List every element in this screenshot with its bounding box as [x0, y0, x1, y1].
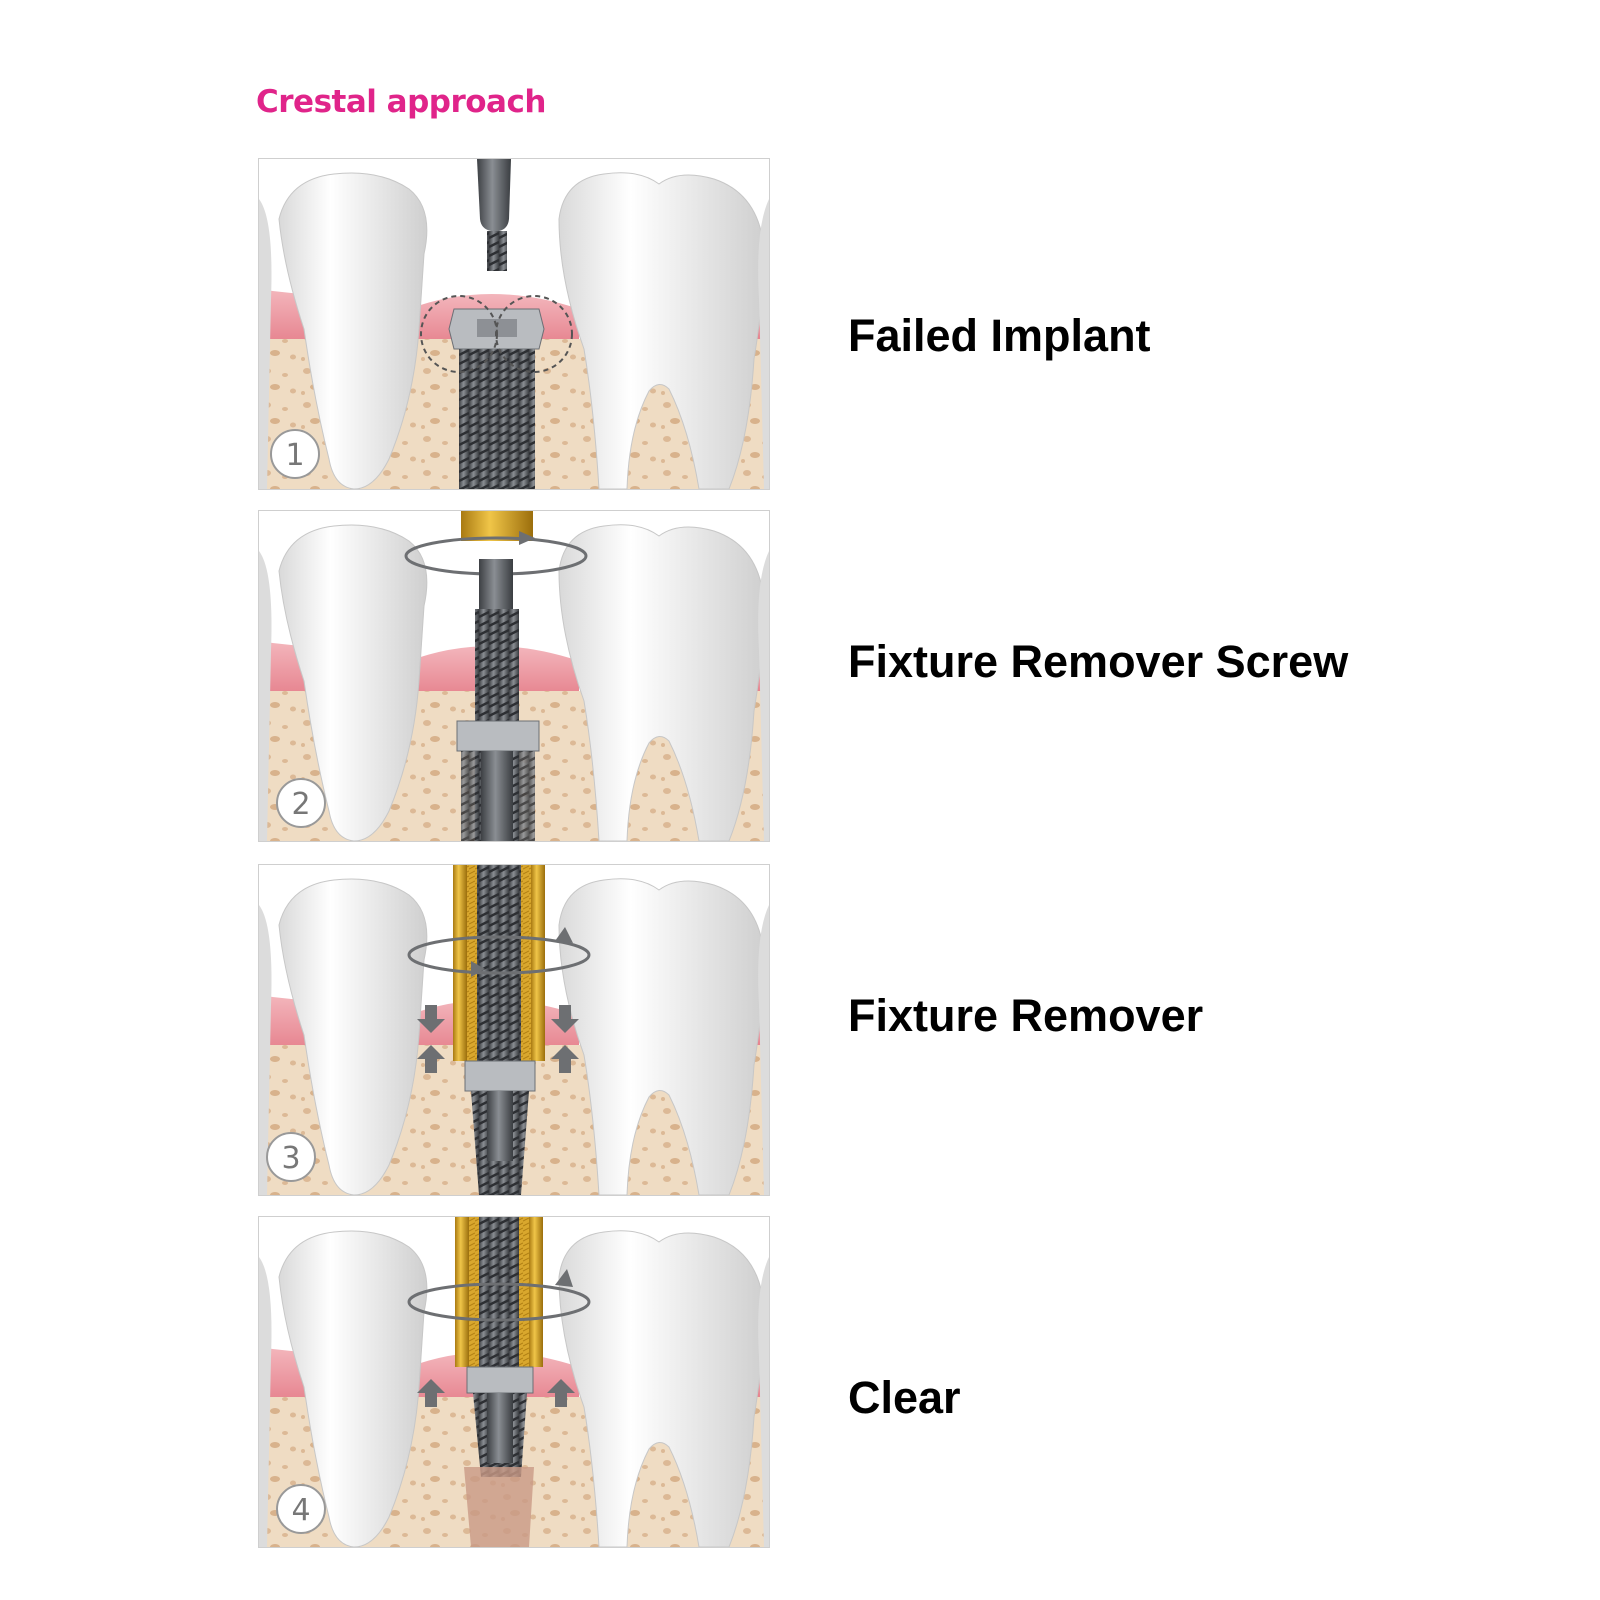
step-1-label: Failed Implant — [848, 310, 1151, 361]
step-1-illustration: 1 — [258, 158, 770, 490]
step-badge: 1 — [270, 429, 320, 479]
step-badge: 2 — [276, 778, 326, 828]
step-badge: 3 — [266, 1132, 316, 1182]
svg-text:2: 2 — [291, 787, 310, 822]
section-title: Crestal approach — [256, 84, 546, 120]
step-2-label: Fixture Remover Screw — [848, 636, 1349, 687]
svg-text:3: 3 — [281, 1141, 300, 1176]
step-2-illustration: 2 — [258, 510, 770, 842]
svg-text:1: 1 — [285, 438, 304, 473]
step-4-label: Clear — [848, 1372, 961, 1423]
step-3-label: Fixture Remover — [848, 990, 1204, 1041]
svg-text:4: 4 — [291, 1493, 310, 1528]
step-badge: 4 — [276, 1484, 326, 1534]
step-3-illustration: 3 — [258, 864, 770, 1196]
step-4-illustration: 4 — [258, 1216, 770, 1548]
